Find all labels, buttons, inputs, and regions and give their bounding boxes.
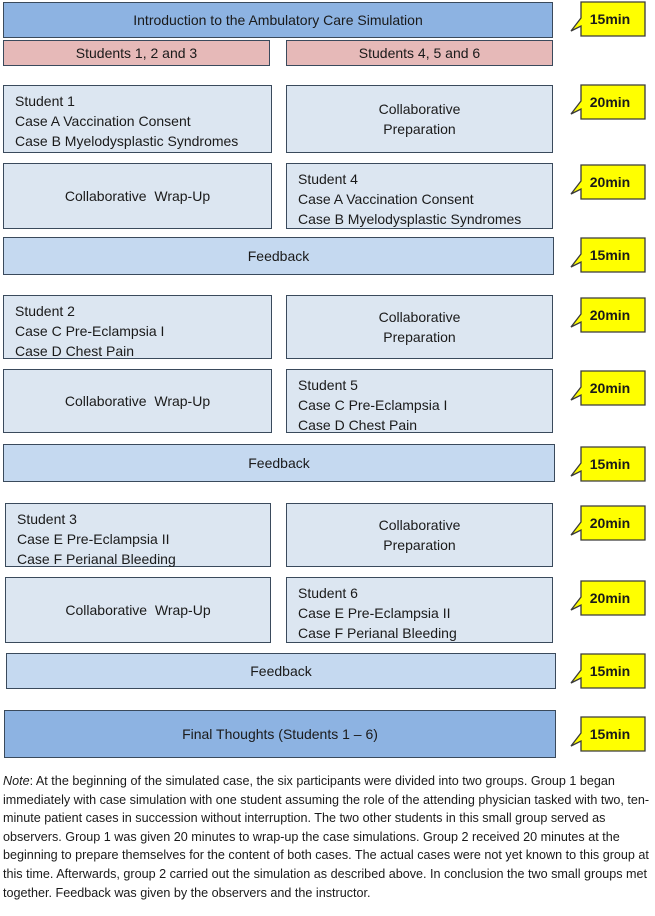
time-label: 15min (589, 11, 631, 27)
time-label: 20min (589, 515, 631, 531)
prep-label-line1: Collaborative (378, 517, 461, 533)
intro-box: Introduction to the Ambulatory Care Simu… (3, 2, 553, 38)
case-line: Case E Pre-Eclampsia II (17, 531, 170, 547)
student4-box: Student 4 Case A Vaccination Consent Cas… (286, 163, 553, 229)
student-name: Student 4 (298, 171, 358, 187)
prep-label-line1: Collaborative (378, 309, 461, 325)
case-line: Case B Myelodysplastic Syndromes (298, 211, 522, 227)
prep-label-line2: Preparation (383, 537, 456, 553)
time-callout: 20min (568, 370, 648, 410)
collaborative-preparation-box: Collaborative Preparation (286, 85, 553, 153)
feedback-box: Feedback (3, 444, 555, 482)
case-line: Case B Myelodysplastic Syndromes (15, 133, 239, 149)
time-label: 20min (589, 590, 631, 606)
student-name: Student 5 (298, 377, 358, 393)
time-label: 15min (589, 726, 631, 742)
case-line: Case C Pre-Eclampsia I (15, 323, 165, 339)
time-label: 15min (589, 663, 631, 679)
time-callout: 15min (568, 1, 648, 41)
note-label: Note (3, 774, 30, 788)
collaborative-wrapup-box: Collaborative Wrap-Up (3, 369, 272, 433)
student5-box: Student 5 Case C Pre-Eclampsia I Case D … (286, 369, 553, 433)
time-callout: 20min (568, 297, 648, 337)
case-line: Case D Chest Pain (15, 343, 135, 359)
collaborative-wrapup-box: Collaborative Wrap-Up (3, 163, 272, 229)
case-line: Case C Pre-Eclampsia I (298, 397, 448, 413)
callout-shape (570, 580, 646, 616)
student3-box: Student 3 Case E Pre-Eclampsia II Case F… (5, 503, 271, 567)
time-callout: 15min (568, 446, 648, 486)
case-line: Case E Pre-Eclampsia II (298, 605, 451, 621)
time-label: 20min (589, 380, 631, 396)
feedback-label: Feedback (247, 248, 310, 264)
wrapup-label: Collaborative Wrap-Up (64, 188, 211, 204)
intro-label: Introduction to the Ambulatory Care Simu… (133, 12, 423, 28)
callout-shape (570, 1, 646, 37)
case-line: Case A Vaccination Consent (298, 191, 474, 207)
feedback-box: Feedback (6, 653, 556, 689)
callout-shape (570, 164, 646, 200)
time-label: 15min (589, 456, 631, 472)
time-callout: 20min (568, 164, 648, 204)
collaborative-preparation-box: Collaborative Preparation (286, 503, 553, 567)
case-line: Case F Perianal Bleeding (17, 551, 176, 567)
callout-shape (570, 653, 646, 689)
collaborative-preparation-box: Collaborative Preparation (286, 295, 553, 359)
time-callout: 20min (568, 505, 648, 545)
callout-shape (570, 370, 646, 406)
time-label: 15min (589, 247, 631, 263)
time-callout: 20min (568, 580, 648, 620)
case-line: Case F Perianal Bleeding (298, 625, 457, 641)
prep-label-line1: Collaborative (378, 101, 461, 117)
student2-box: Student 2 Case C Pre-Eclampsia I Case D … (3, 295, 272, 359)
prep-label-line2: Preparation (383, 121, 456, 137)
callout-shape (570, 716, 646, 752)
case-line: Case D Chest Pain (298, 417, 418, 433)
callout-shape (570, 446, 646, 482)
student-name: Student 3 (17, 511, 77, 527)
time-label: 20min (589, 307, 631, 323)
time-callout: 15min (568, 653, 648, 693)
callout-shape (570, 84, 646, 120)
time-callout: 15min (568, 237, 648, 277)
time-callout: 20min (568, 84, 648, 124)
group2-label: Students 4, 5 and 6 (358, 45, 481, 61)
note-paragraph: Note: At the beginning of the simulated … (3, 772, 655, 902)
group2-header: Students 4, 5 and 6 (286, 40, 553, 66)
feedback-label: Feedback (250, 663, 312, 679)
final-thoughts-label: Final Thoughts (Students 1 – 6) (182, 726, 378, 742)
student-name: Student 2 (15, 303, 75, 319)
collaborative-wrapup-box: Collaborative Wrap-Up (5, 577, 271, 643)
callout-shape (570, 237, 646, 273)
feedback-label: Feedback (248, 455, 310, 471)
group1-label: Students 1, 2 and 3 (75, 45, 198, 61)
final-thoughts-box: Final Thoughts (Students 1 – 6) (4, 710, 556, 758)
time-label: 20min (589, 174, 631, 190)
case-line: Case A Vaccination Consent (15, 113, 191, 129)
student-name: Student 1 (15, 93, 75, 109)
time-label: 20min (589, 94, 631, 110)
note-text: : At the beginning of the simulated case… (3, 774, 650, 900)
feedback-box: Feedback (3, 237, 554, 275)
callout-shape (570, 297, 646, 333)
student6-box: Student 6 Case E Pre-Eclampsia II Case F… (286, 577, 553, 643)
prep-label-line2: Preparation (383, 329, 456, 345)
wrapup-label: Collaborative Wrap-Up (64, 393, 211, 409)
student1-box: Student 1 Case A Vaccination Consent Cas… (3, 85, 272, 153)
time-callout: 15min (568, 716, 648, 756)
wrapup-label: Collaborative Wrap-Up (65, 602, 211, 618)
student-name: Student 6 (298, 585, 358, 601)
group1-header: Students 1, 2 and 3 (3, 40, 270, 66)
callout-shape (570, 505, 646, 541)
